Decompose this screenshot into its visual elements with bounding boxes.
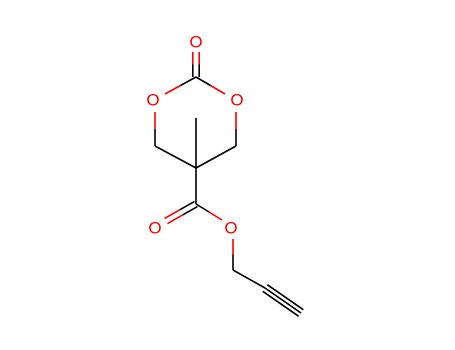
ring-bond [195,145,237,169]
ester-carbonyl-bond [167,214,183,225]
ring-oxygen-right-label: O [230,91,243,110]
ring-oxygen-left-label: O [146,91,159,110]
alkyne-bond [262,290,300,317]
alkyne-bond [266,284,304,311]
alkyne-bond [264,287,302,314]
ester-carbonyl-oxygen-label: O [148,219,161,238]
ester-oxygen-label: O [224,219,237,238]
ring-bond [154,145,197,169]
ester-carbonyl-bond [182,205,198,216]
ester-oxygen-bond [208,211,223,221]
atom-label-layer: O O O O O [146,33,243,238]
ring-bond [195,76,211,87]
ring-bond [210,84,226,95]
ring-bond [180,76,197,87]
ester-carbonyl-bond [164,209,180,220]
ring-bond [164,84,181,95]
bond-layer [154,52,304,317]
ester-carbonyl-bond [179,200,195,211]
carbonyl-oxygen-label: O [189,33,202,52]
ester-oxygen-bond [195,203,210,213]
propargyl-bond [232,269,266,289]
